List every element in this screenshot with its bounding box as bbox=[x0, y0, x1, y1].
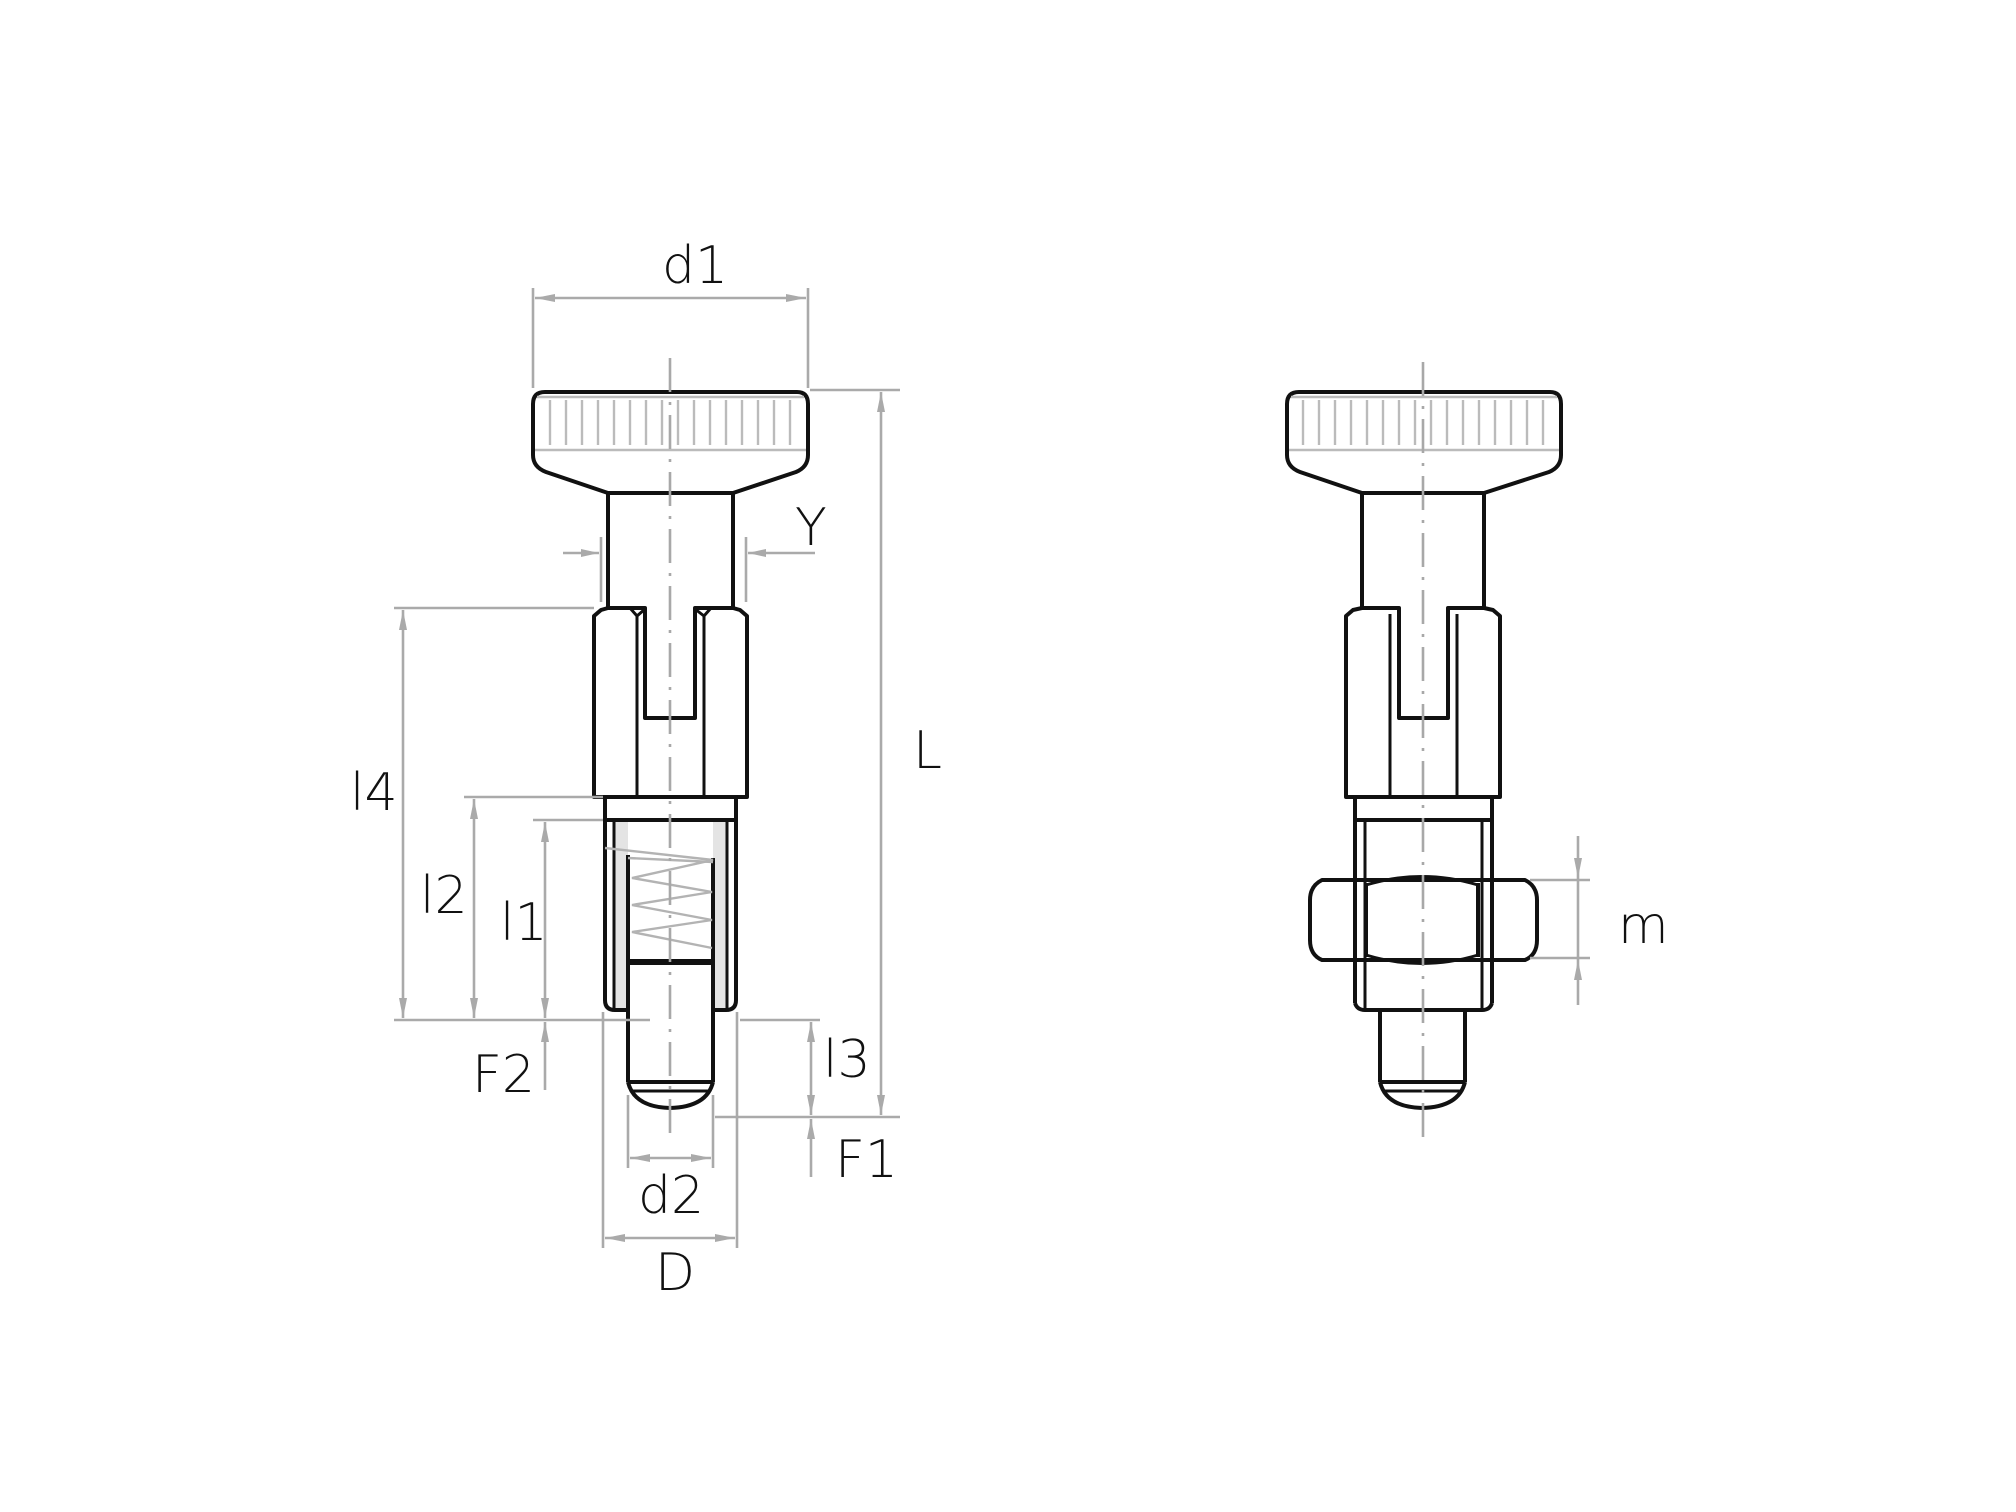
label-d2: d2 bbox=[638, 1166, 704, 1226]
shaft-left bbox=[606, 493, 735, 608]
knurl-lines bbox=[548, 400, 792, 445]
label-Y: Y bbox=[795, 498, 827, 558]
slotted-hex-body-left bbox=[592, 606, 749, 799]
plunger-pin-left bbox=[626, 1010, 715, 1110]
shaft-right bbox=[1360, 493, 1486, 608]
collar-right bbox=[1353, 795, 1494, 822]
label-D: D bbox=[655, 1243, 695, 1303]
label-l4: l4 bbox=[350, 763, 398, 823]
dimension-labels-left: d1 Y L l4 l2 l1 F2 l3 F1 d2 D bbox=[350, 236, 942, 1303]
front-view bbox=[531, 358, 810, 1135]
knurled-knob-right bbox=[1285, 390, 1563, 495]
label-L: L bbox=[913, 721, 942, 781]
dimensions-right: m bbox=[1530, 836, 1669, 1005]
label-F1: F1 bbox=[835, 1130, 898, 1190]
label-d1: d1 bbox=[662, 236, 728, 296]
knurled-knob-left bbox=[531, 390, 810, 495]
label-l3: l3 bbox=[823, 1030, 871, 1090]
side-view bbox=[1285, 362, 1563, 1140]
label-F2: F2 bbox=[472, 1045, 535, 1105]
threaded-housing-section bbox=[603, 820, 738, 1012]
threaded-housing-right bbox=[1353, 820, 1494, 1012]
label-l1: l1 bbox=[500, 893, 548, 953]
label-l2: l2 bbox=[420, 866, 468, 926]
dimensions-left bbox=[394, 288, 900, 1248]
label-m: m bbox=[1618, 896, 1669, 956]
slotted-hex-body-right bbox=[1344, 606, 1502, 799]
